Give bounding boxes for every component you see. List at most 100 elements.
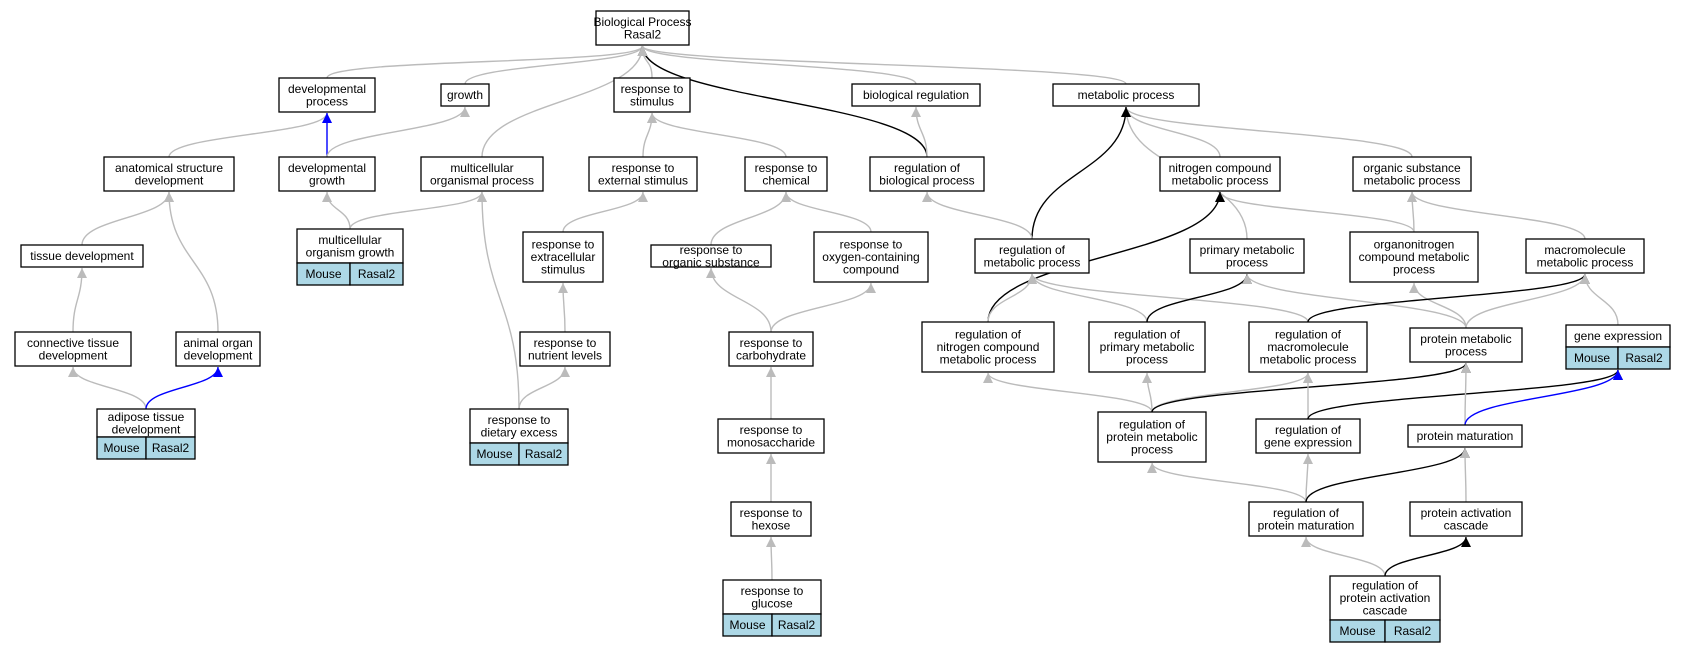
term-label: carbohydrate [736,348,806,362]
term-label: anatomical structure [115,161,223,175]
term-node-met-proc[interactable]: metabolic process [1052,83,1200,107]
edge-is_a [987,273,1037,323]
term-label: extracellular [531,250,596,264]
term-box [728,331,814,367]
term-box [1525,238,1645,274]
term-label: multicellular [318,233,381,247]
term-label: protein maturation [1417,429,1514,443]
annotation-tag: Mouse [729,618,765,632]
term-box [522,231,604,283]
term-label: external stimulus [598,173,688,187]
term-label: primary metabolic [1100,340,1195,354]
term-label: regulation of [1275,328,1342,342]
term-label: response to [740,423,803,437]
term-box [813,231,929,283]
edge-is_a [1460,362,1471,426]
edge-is_a [1301,536,1386,577]
term-node-prot-mat[interactable]: protein maturation [1407,424,1523,448]
term-label: nitrogen compound [937,340,1040,354]
term-box [717,418,825,454]
term-node-growth[interactable]: growth [440,83,490,107]
edge-regulates [1307,273,1590,323]
edge-is_a [81,191,174,246]
term-box [103,156,235,192]
annotation-tag: Rasal2 [525,447,563,461]
term-label: development [112,422,181,436]
term-node-bio-reg[interactable]: biological regulation [851,83,981,107]
term-box [722,579,822,615]
term-node-tissue-dev[interactable]: tissue development [20,244,144,268]
term-label: metabolic process [1172,173,1269,187]
term-label: metabolic process [1260,353,1357,367]
term-label: cascade [1363,604,1408,618]
term-label: regulation of [1119,418,1186,432]
term-box [469,408,569,444]
annotation-cell [1384,619,1441,643]
edge-is_a [477,191,520,410]
term-box [278,77,376,113]
edge-is_a [1121,106,1221,158]
edge-is_a [1460,447,1471,503]
term-box [1409,501,1523,537]
edge-is_a [1142,372,1153,413]
edge-is_a [1407,191,1418,233]
term-label: process [1393,263,1435,277]
edge-is_a [642,112,657,158]
term-label: regulation of [1114,328,1181,342]
term-box [1352,156,1472,192]
edge-is_a [72,267,87,333]
term-label: oxygen-containing [822,250,919,264]
term-label: compound metabolic [1359,250,1470,264]
term-label: macromolecule [1544,243,1626,257]
term-label: organic substance [662,255,760,269]
term-label: monosaccharide [727,435,815,449]
edge-is_a [1121,106,1413,158]
term-label: chemical [762,173,809,187]
edge-is_a [1215,191,1415,233]
annotation-cell [518,442,569,466]
term-label: protein maturation [1258,518,1355,532]
term-label: connective tissue [27,336,119,350]
term-box [869,156,985,192]
term-box [1159,156,1281,192]
